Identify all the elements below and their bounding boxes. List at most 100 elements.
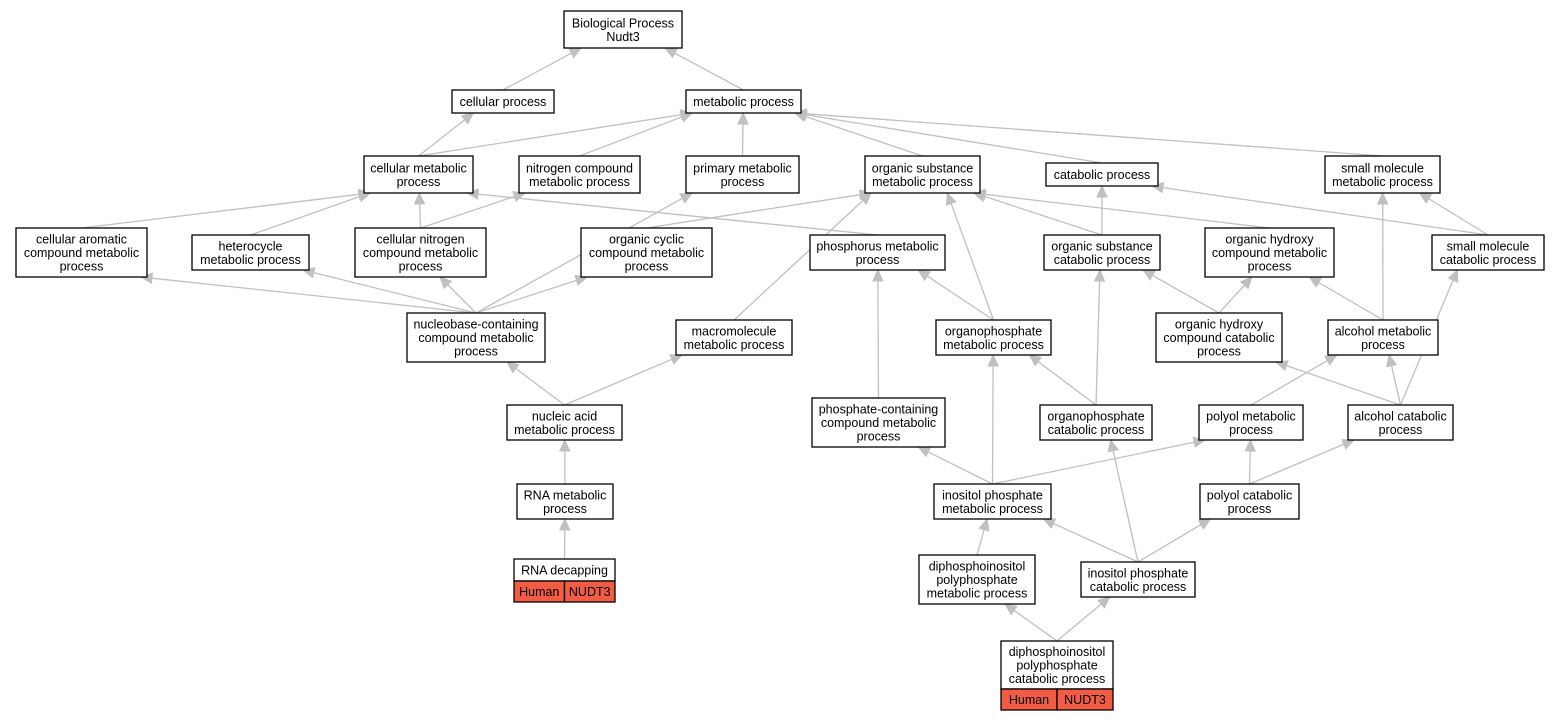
gene-cell: NUDT3 [563, 580, 616, 603]
term-node-dppcp[interactable]: diphosphoinositolpolyphosphatecatabolic … [1000, 640, 1114, 711]
arrow-head-icon [1308, 276, 1323, 288]
edge-cmp-to-cp [418, 112, 475, 157]
arrow-head-icon [669, 354, 684, 365]
edge-line [984, 193, 1270, 229]
term-box [1080, 561, 1196, 598]
term-label-line: organic hydroxy [1175, 318, 1264, 332]
edge-line [1248, 450, 1251, 485]
arrow-head-icon [1097, 596, 1111, 609]
arrow-head-icon [568, 47, 583, 59]
edge-line [313, 272, 477, 314]
edge-oscp-to-osmp [972, 191, 1103, 236]
edge-dppmp-to-ipmp [976, 517, 990, 556]
term-label-line: cellular process [460, 95, 547, 109]
term-box [1327, 319, 1439, 356]
term-label-line: metabolic process [529, 175, 630, 189]
arrow-head-icon [917, 446, 932, 458]
edge-hmp-to-cmp [250, 191, 372, 236]
species-cell: Human [1000, 688, 1058, 711]
arrow-head-icon [1093, 268, 1106, 282]
edge-ipcp-to-polcp [1137, 518, 1212, 563]
edge-dppcp-to-ipcp [1056, 596, 1111, 642]
edge-acp-to-ohccp [1274, 360, 1401, 406]
term-label-line: diphosphoinositol [1009, 645, 1106, 659]
edge-ipmp-to-polmp [992, 436, 1207, 485]
edge-smmp-to-mp [793, 108, 1383, 157]
edge-line [151, 277, 477, 314]
term-label-line: organophosphate [945, 324, 1042, 338]
arrow-head-icon [945, 191, 957, 206]
arrow-head-icon [506, 361, 520, 374]
edge-line [579, 116, 682, 157]
edge-line [477, 193, 878, 236]
term-box [191, 234, 310, 271]
annotation-cell-label: NUDT3 [569, 585, 611, 599]
edge-ipcp-to-opcp [1107, 438, 1139, 563]
gene-cell: NUDT3 [1056, 688, 1114, 711]
annotation-cell-label: NUDT3 [1064, 693, 1106, 707]
edge-pmp-to-mp [737, 111, 749, 157]
term-label-line: process [1228, 502, 1272, 516]
arrow-head-icon [1239, 276, 1253, 290]
edge-line [1095, 280, 1101, 406]
edge-line [674, 52, 744, 91]
term-label-line: metabolic process [927, 587, 1028, 601]
edge-line [646, 194, 861, 229]
term-label-line: organic substance [872, 161, 974, 175]
term-box [1347, 404, 1454, 441]
term-label-line: polyol catabolic [1207, 488, 1292, 502]
term-node-catp[interactable]: catabolic process [1045, 162, 1159, 187]
term-node-dppmp[interactable]: diphosphoinositolpolyphosphatemetabolic … [918, 554, 1036, 605]
term-label-line: metabolic process [514, 423, 615, 437]
edge-dppcp-to-dppmp [1004, 603, 1058, 642]
term-label-line: metabolic process [1332, 175, 1433, 189]
term-label-line: heterocycle [219, 239, 283, 253]
arrow-head-icon [1004, 603, 1018, 616]
term-node-mp[interactable]: metabolic process [685, 89, 802, 114]
term-label-line: diphosphoinositol [929, 560, 1026, 574]
term-label-line: process [60, 260, 104, 274]
term-label-line: catabolic process [1009, 672, 1106, 686]
term-label-line: RNA metabolic [524, 488, 607, 502]
term-node-cp[interactable]: cellular process [451, 89, 555, 114]
term-label-line: cellular aromatic [36, 233, 127, 247]
term-box [506, 404, 623, 441]
annotation-cell-box [563, 580, 616, 603]
term-label-line: process [454, 345, 498, 359]
term-box [451, 89, 555, 114]
arrow-head-icon [1376, 191, 1389, 205]
term-label-line: Nudt3 [606, 30, 639, 44]
term-label-line: process [399, 260, 443, 274]
arrow-head-icon [1141, 269, 1156, 281]
edge-ohccp-to-ohcmp [1218, 276, 1253, 314]
